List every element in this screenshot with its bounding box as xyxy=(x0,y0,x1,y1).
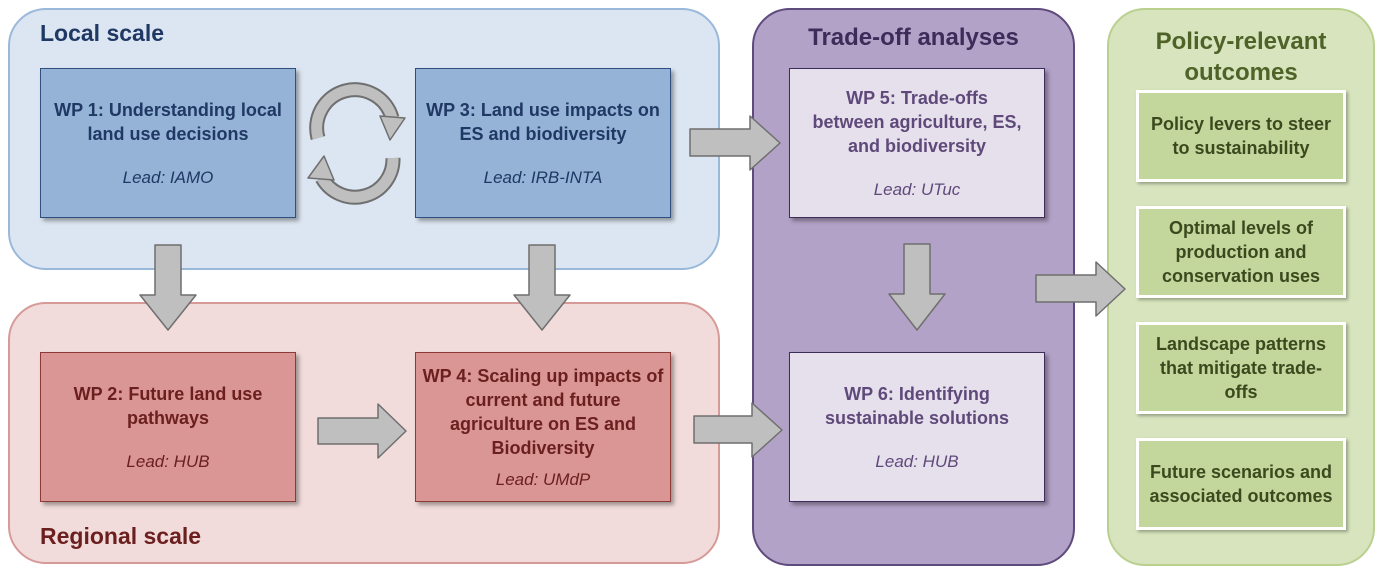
wp4-title: WP 4: Scaling up impacts of current and … xyxy=(422,366,664,458)
outcome-future-scenarios: Future scenarios and associated outcomes xyxy=(1136,438,1346,530)
wp3-lead: Lead: IRB-INTA xyxy=(483,168,603,187)
arrow-tradeoff-to-outcomes xyxy=(1035,261,1126,317)
local-scale-title: Local scale xyxy=(40,20,165,46)
arrow-wp1-to-wp2 xyxy=(139,244,197,331)
wp2-title: WP 2: Future land use pathways xyxy=(73,384,263,428)
wp4-box: WP 4: Scaling up impacts of current and … xyxy=(415,352,671,502)
wp1-lead: Lead: IAMO xyxy=(122,168,214,187)
wp5-lead: Lead: UTuc xyxy=(873,180,961,199)
wp2-lead: Lead: HUB xyxy=(126,452,210,471)
wp6-lead: Lead: HUB xyxy=(875,452,959,471)
outcome-policy-levers: Policy levers to steer to sustainability xyxy=(1136,90,1346,182)
wp2-box: WP 2: Future land use pathways Lead: HUB xyxy=(40,352,296,502)
policy-outcomes-title: Policy-relevant outcomes xyxy=(1155,28,1327,86)
arrow-wp5-to-wp6 xyxy=(888,243,946,331)
tradeoff-analyses-title: Trade-off analyses xyxy=(808,24,1019,51)
wp5-box: WP 5: Trade-offs between agriculture, ES… xyxy=(789,68,1045,218)
wp1-box: WP 1: Understanding local land use decis… xyxy=(40,68,296,218)
regional-scale-title: Regional scale xyxy=(40,523,202,549)
wp5-title: WP 5: Trade-offs between agriculture, ES… xyxy=(812,88,1022,156)
wp6-box: WP 6: Identifying sustainable solutions … xyxy=(789,352,1045,502)
arrow-wp2-to-wp4 xyxy=(317,403,407,459)
arrow-wp3-to-wp5 xyxy=(689,115,781,171)
arrow-wp4-to-wp6 xyxy=(693,402,783,458)
wp1-title: WP 1: Understanding local land use decis… xyxy=(54,100,282,144)
arrow-wp3-to-wp4 xyxy=(513,244,571,331)
wp3-title: WP 3: Land use impacts on ES and biodive… xyxy=(426,100,660,144)
wp3-box: WP 3: Land use impacts on ES and biodive… xyxy=(415,68,671,218)
wp6-title: WP 6: Identifying sustainable solutions xyxy=(824,384,1010,428)
outcome-optimal-levels: Optimal levels of production and conserv… xyxy=(1136,206,1346,298)
wp4-lead: Lead: UMdP xyxy=(495,470,591,489)
outcome-landscape-patterns: Landscape patterns that mitigate trade-o… xyxy=(1136,322,1346,414)
cycle-arrows-icon xyxy=(307,82,406,205)
